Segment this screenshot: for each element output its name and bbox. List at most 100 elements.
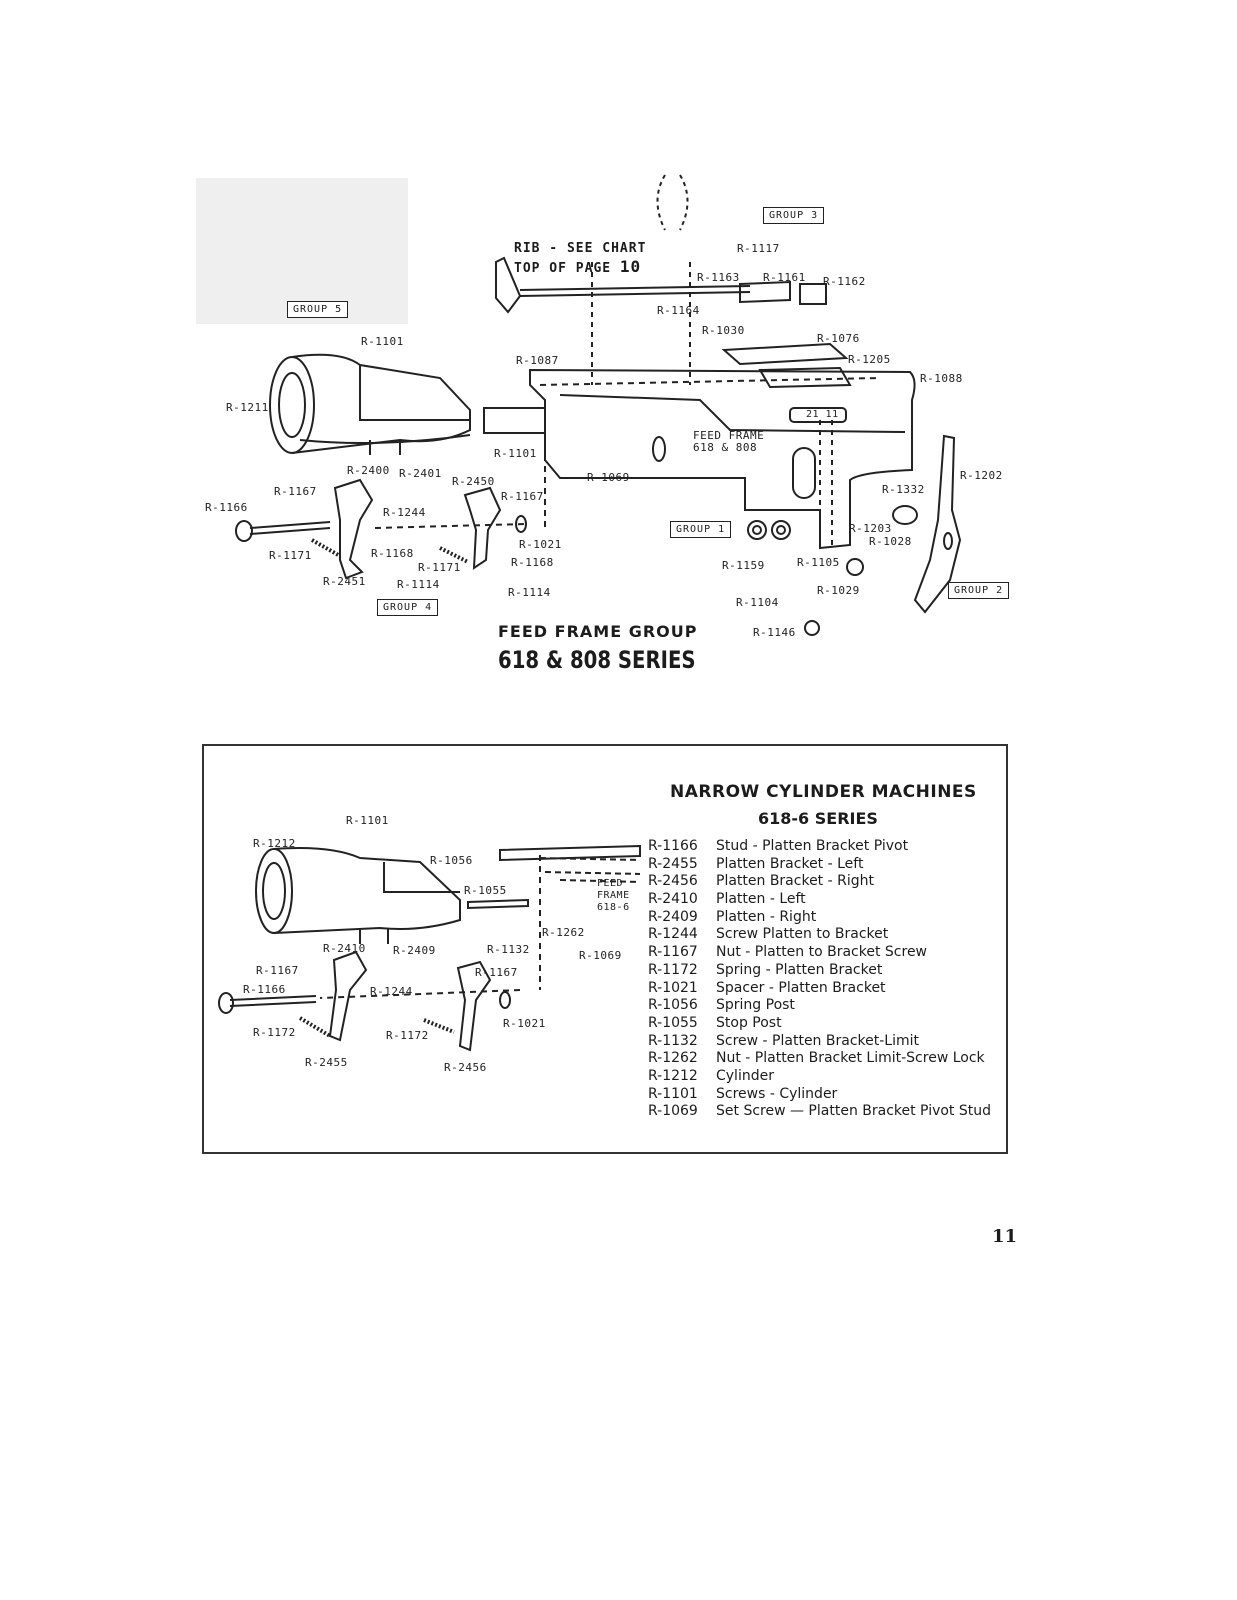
legend-description: Screw - Platten Bracket-Limit: [716, 1032, 919, 1049]
part-label: R-1028: [869, 535, 912, 548]
part-label: R-1101: [494, 447, 537, 460]
part-label: R-1332: [882, 483, 925, 496]
part-label: R-1076: [817, 332, 860, 345]
legend-row: R-1172 Spring - Platten Bracket: [648, 962, 991, 980]
part-label: R-1117: [737, 242, 780, 255]
feed-frame-line1: FEED FRAME: [693, 429, 765, 442]
page-number: 11: [992, 1226, 1018, 1247]
series-title: 618 & 808 SERIES: [498, 646, 696, 674]
part-label: R-1069: [579, 949, 622, 962]
legend-part-number: R-1101: [648, 1085, 698, 1102]
group-1-box: GROUP 1: [670, 521, 732, 538]
part-label: R-1167: [501, 490, 544, 503]
rib-note-prefix: TOP OF PAGE: [514, 261, 620, 276]
frame-badge: 21 11: [806, 409, 839, 420]
legend-description: Screws - Cylinder: [716, 1085, 838, 1102]
legend-description: Cylinder: [716, 1067, 774, 1084]
legend-row: R-1056 Spring Post: [648, 997, 991, 1015]
legend-description: Platten - Right: [716, 908, 817, 925]
legend-row: R-2455 Platten Bracket - Left: [648, 856, 991, 874]
legend-part-number: R-1056: [648, 997, 698, 1014]
legend-row: R-2409 Platten - Right: [648, 909, 991, 927]
rib-note-page: 10: [619, 257, 642, 276]
part-label: R-1021: [503, 1017, 546, 1030]
part-label: R-2456: [444, 1061, 487, 1074]
legend-part-number: R-1132: [648, 1032, 698, 1049]
group-5-box: GROUP 5: [287, 301, 349, 318]
part-label: R-1030: [702, 324, 745, 337]
part-label: R-2410: [323, 942, 366, 955]
feed-frame-line2: 618 & 808: [693, 441, 758, 454]
legend-description: Spring Post: [716, 997, 795, 1014]
legend-row: R-1166 Stud - Platten Bracket Pivot: [648, 838, 991, 856]
group-4-box: GROUP 4: [377, 599, 439, 616]
part-label: R-2400: [347, 464, 390, 477]
part-label: R-1021: [519, 538, 562, 551]
legend-part-number: R-2455: [648, 855, 698, 872]
legend-description: Nut - Platten to Bracket Screw: [716, 944, 928, 961]
part-label: R-1211: [226, 401, 269, 414]
feed-frame-label: FEED FRAME 618 & 808: [693, 430, 764, 454]
legend-part-number: R-1167: [648, 944, 698, 961]
legend-part-number: R-1262: [648, 1050, 698, 1067]
part-label: R-1056: [430, 854, 473, 867]
part-label: R-2455: [305, 1056, 348, 1069]
legend-description: Platten - Left: [716, 891, 806, 908]
group-3-box: GROUP 3: [763, 207, 825, 224]
part-label: R-1087: [516, 354, 559, 367]
legend-description: Platten Bracket - Right: [716, 873, 874, 890]
part-label: R-1162: [823, 275, 866, 288]
feed-frame-group-title: FEED FRAME GROUP: [498, 622, 698, 641]
part-label: R-1101: [361, 335, 404, 348]
legend-description: Stud - Platten Bracket Pivot: [716, 838, 909, 854]
legend-part-number: R-1055: [648, 1014, 698, 1031]
legend-description: Screw Platten to Bracket: [716, 926, 889, 943]
rib-note: RIB - SEE CHART TOP OF PAGE 10: [514, 240, 646, 278]
part-label: R-1244: [383, 506, 426, 519]
part-label: R-1205: [848, 353, 891, 366]
legend-part-number: R-1069: [648, 1103, 698, 1120]
part-label: R-1159: [722, 559, 765, 572]
legend-part-number: R-1244: [648, 926, 698, 943]
part-label: R-2401: [399, 467, 442, 480]
legend-row: R-1132 Screw - Platten Bracket-Limit: [648, 1033, 991, 1051]
part-label: R-1167: [274, 485, 317, 498]
legend-row: R-1167 Nut - Platten to Bracket Screw: [648, 944, 991, 962]
legend-description: Platten Bracket - Left: [716, 855, 864, 872]
part-label: R-1244: [370, 985, 413, 998]
part-label: R-1055: [464, 884, 507, 897]
part-label: R-1168: [511, 556, 554, 569]
legend-row: R-1101 Screws - Cylinder: [648, 1086, 991, 1104]
legend-description: Spring - Platten Bracket: [716, 961, 883, 978]
part-label: R-2451: [323, 575, 366, 588]
part-label: R-1104: [736, 596, 779, 609]
legend-part-number: R-2409: [648, 908, 698, 925]
part-label: R-1202: [960, 469, 1003, 482]
narrow-cylinder-subtitle: 618-6 SERIES: [758, 809, 878, 828]
part-label: R-1172: [253, 1026, 296, 1039]
part-label: R-1171: [269, 549, 312, 562]
part-label: R-1166: [205, 501, 248, 514]
legend-part-number: R-1172: [648, 961, 698, 978]
part-label: R-1163: [697, 271, 740, 284]
part-label: R-1168: [371, 547, 414, 560]
part-label: R-1029: [817, 584, 860, 597]
legend-description: Set Screw — Platten Bracket Pivot Stud: [716, 1103, 992, 1120]
part-label: R-1069: [587, 471, 630, 484]
part-label: R-1146: [753, 626, 796, 639]
part-label: R-1166: [243, 983, 286, 996]
part-label: R-1114: [508, 586, 551, 599]
part-label: R-1164: [657, 304, 700, 317]
part-label: R-1167: [256, 964, 299, 977]
legend-row: R-1244 Screw Platten to Bracket: [648, 926, 991, 944]
legend-part-number: R-1166: [648, 838, 698, 854]
feed-frame-618-6-line3: 618-6: [597, 902, 630, 913]
legend-row: R-1069 Set Screw — Platten Bracket Pivot …: [648, 1103, 991, 1121]
